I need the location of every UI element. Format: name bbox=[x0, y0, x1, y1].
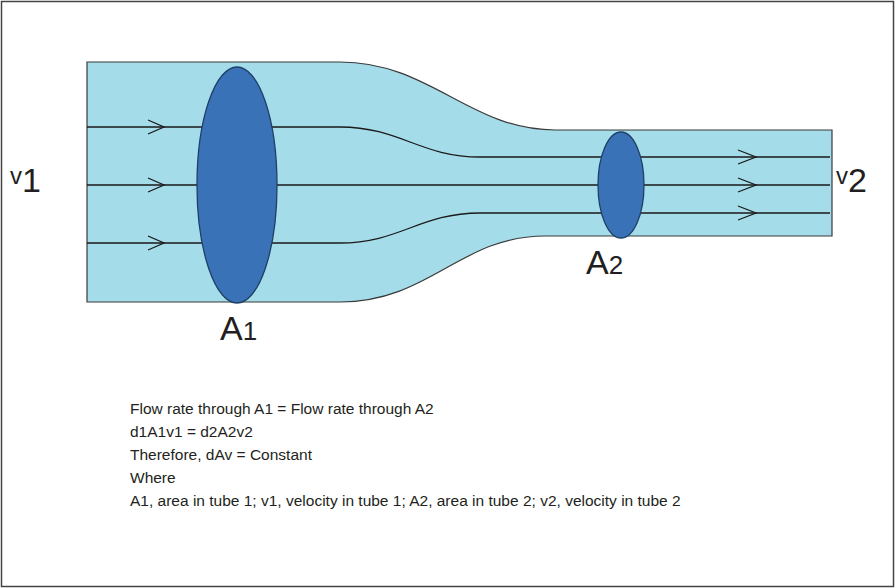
note-text: Where bbox=[130, 469, 176, 488]
cross-section-a1 bbox=[197, 67, 277, 303]
area-label: A2 bbox=[586, 242, 623, 283]
note-text: A1, area in tube 1; v1, velocity in tube… bbox=[130, 492, 681, 511]
area-label: A1 bbox=[220, 308, 257, 349]
velocity-label: v1 bbox=[10, 160, 41, 201]
cross-section-a2 bbox=[598, 132, 644, 238]
tube bbox=[87, 62, 832, 302]
equation-text: d1A1v1 = d2A2v2 bbox=[130, 423, 253, 442]
equation-text: Therefore, dAv = Constant bbox=[130, 446, 312, 465]
velocity-label: v2 bbox=[836, 160, 867, 201]
equation-text: Flow rate through A1 = Flow rate through… bbox=[130, 400, 434, 419]
